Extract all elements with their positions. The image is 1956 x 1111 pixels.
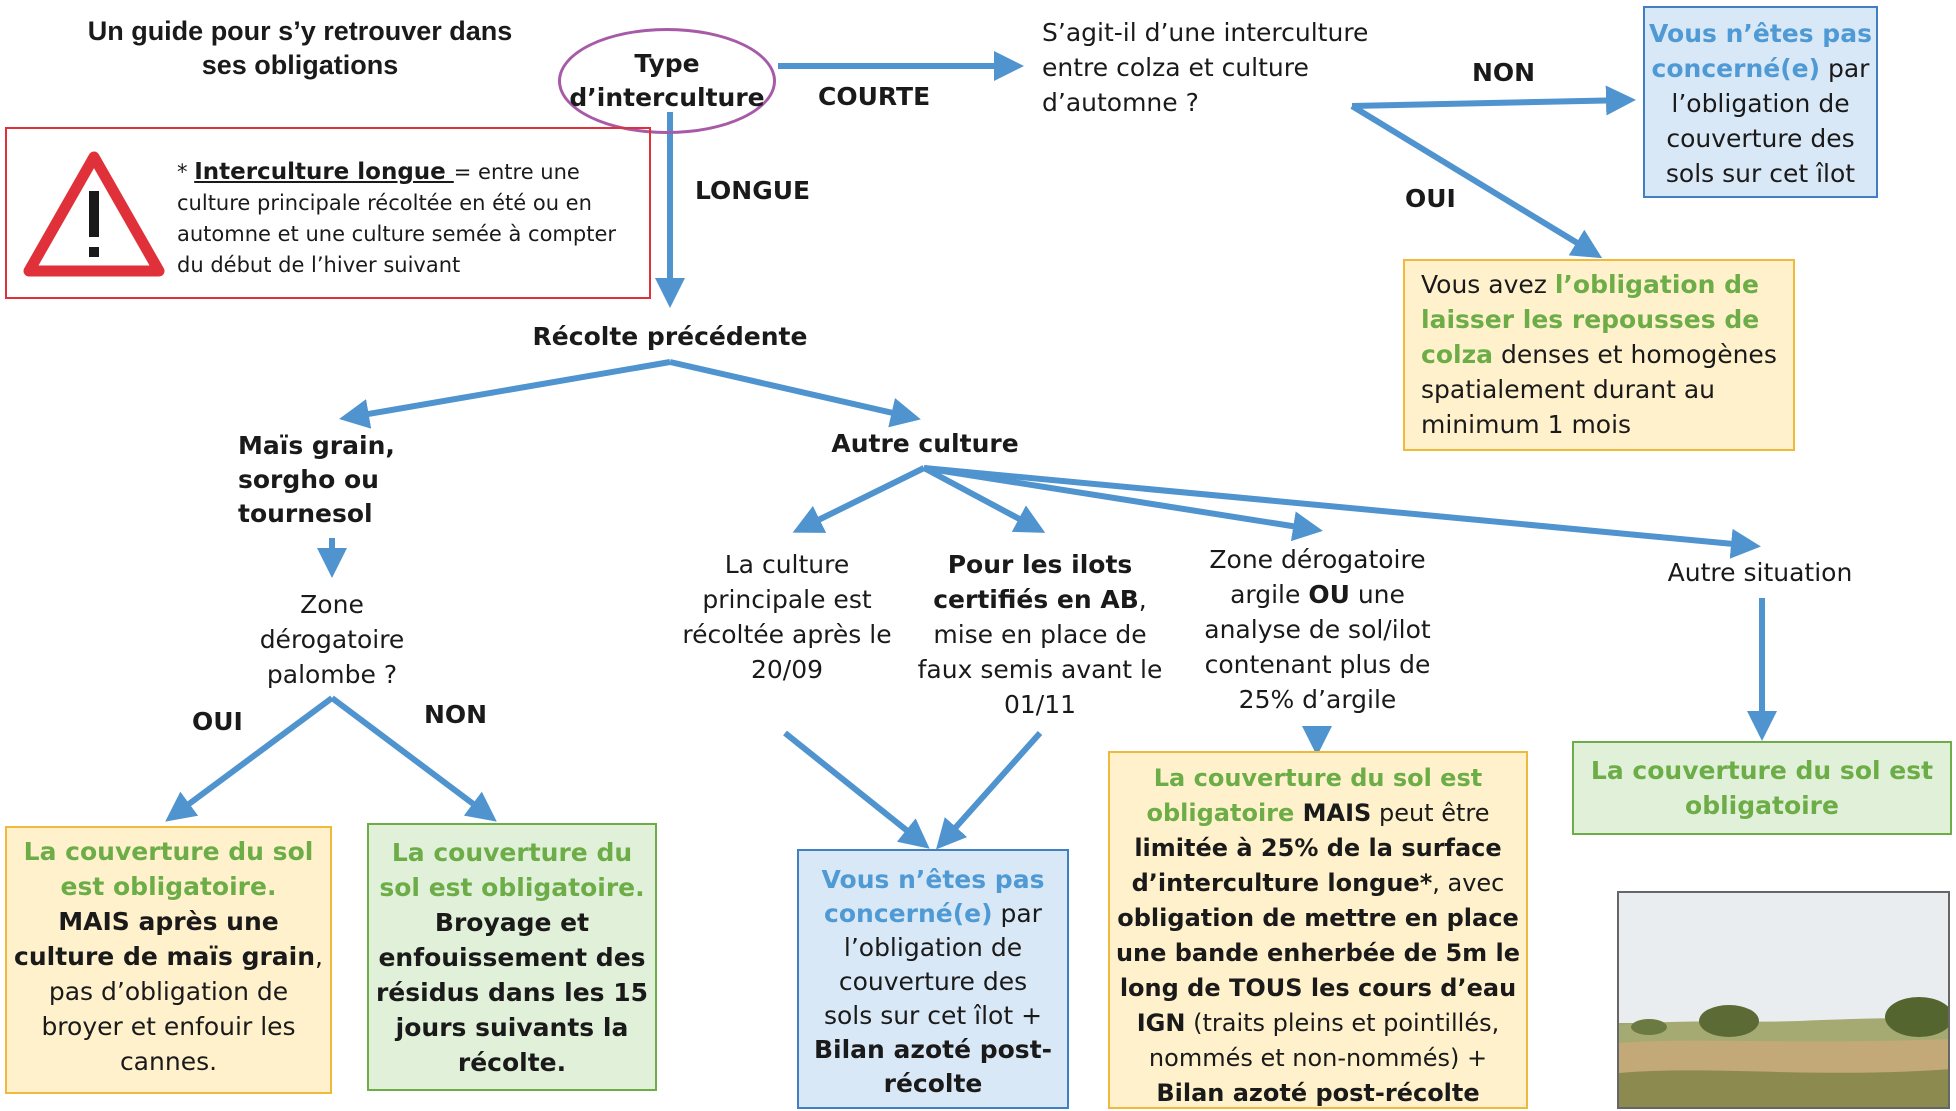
node-autre-culture: Autre culture bbox=[831, 429, 1019, 458]
branch-autre-situation: Autre situation bbox=[1667, 558, 1853, 587]
guide-title: Un guide pour s’y retrouver dans ses obl… bbox=[87, 16, 513, 80]
arrow-to-autre bbox=[669, 359, 921, 428]
warning-box: * Interculture longue = entre une cultur… bbox=[5, 127, 651, 299]
box-autre-situation: La couverture du sol est obligatoire bbox=[1572, 741, 1952, 835]
edge-label-longue: LONGUE bbox=[695, 176, 811, 205]
arrow-b2-down bbox=[936, 731, 1043, 850]
warning-triangle-icon bbox=[23, 151, 165, 277]
arrow-palombe-oui bbox=[165, 695, 334, 822]
edge-label-oui-top: OUI bbox=[1405, 184, 1456, 213]
box-not-concerned-top: Vous n’êtes pas concerné(e) par l’obliga… bbox=[1643, 6, 1878, 198]
node-recolte-precedente: Récolte précédente bbox=[532, 322, 808, 351]
edge-label-oui-left: OUI bbox=[192, 707, 243, 736]
branch-zone-argile: Zone dérogatoire argile OU une analyse d… bbox=[1204, 545, 1431, 714]
arrow-non-top bbox=[1351, 85, 1636, 116]
node-mais-grain: Maïs grain, sorgho ou tournesol bbox=[238, 431, 395, 528]
box-mais-oui: La couverture du sol est obligatoire. MA… bbox=[5, 826, 332, 1094]
box-argile-obligation: La couverture du sol est obligatoire MAI… bbox=[1108, 751, 1528, 1109]
edge-label-non-left: NON bbox=[424, 700, 488, 729]
edge-label-courte: COURTE bbox=[818, 82, 931, 111]
box-not-concerned-bottom: Vous n’êtes pas concerné(e) par l’obliga… bbox=[797, 849, 1069, 1109]
arrow-autre-b1 bbox=[792, 465, 926, 533]
question-zone-palombe: Zone dérogatoire palombe ? bbox=[259, 590, 405, 689]
arrow-to-mais bbox=[339, 359, 671, 429]
arrow-oui-top bbox=[1350, 103, 1603, 259]
edge-label-non-top: NON bbox=[1472, 58, 1536, 87]
field-landscape-image bbox=[1619, 893, 1948, 1107]
branch-ilots-ab: Pour les ilots certifiés en AB, mise en … bbox=[917, 550, 1163, 719]
question-colza: S’agit-il d’une interculture entre colza… bbox=[1042, 18, 1369, 117]
box-colza-obligation: Vous avez l’obligation de laisser les re… bbox=[1403, 259, 1795, 451]
branch-recolte-apres-2009: La culture principale est récoltée après… bbox=[682, 550, 892, 684]
warning-text: * Interculture longue = entre une cultur… bbox=[177, 159, 617, 277]
arrow-autre-b2 bbox=[922, 465, 1046, 533]
arrow-autre-b3 bbox=[923, 465, 1323, 542]
arrow-palombe-non bbox=[330, 695, 497, 822]
box-mais-non: La couverture du sol est obligatoire. Br… bbox=[367, 823, 657, 1091]
arrow-b1-down bbox=[783, 730, 930, 849]
landscape-photo bbox=[1617, 891, 1950, 1109]
term-interculture-longue: Interculture longue bbox=[194, 159, 454, 185]
arrow-autre-b4 bbox=[923, 465, 1761, 559]
